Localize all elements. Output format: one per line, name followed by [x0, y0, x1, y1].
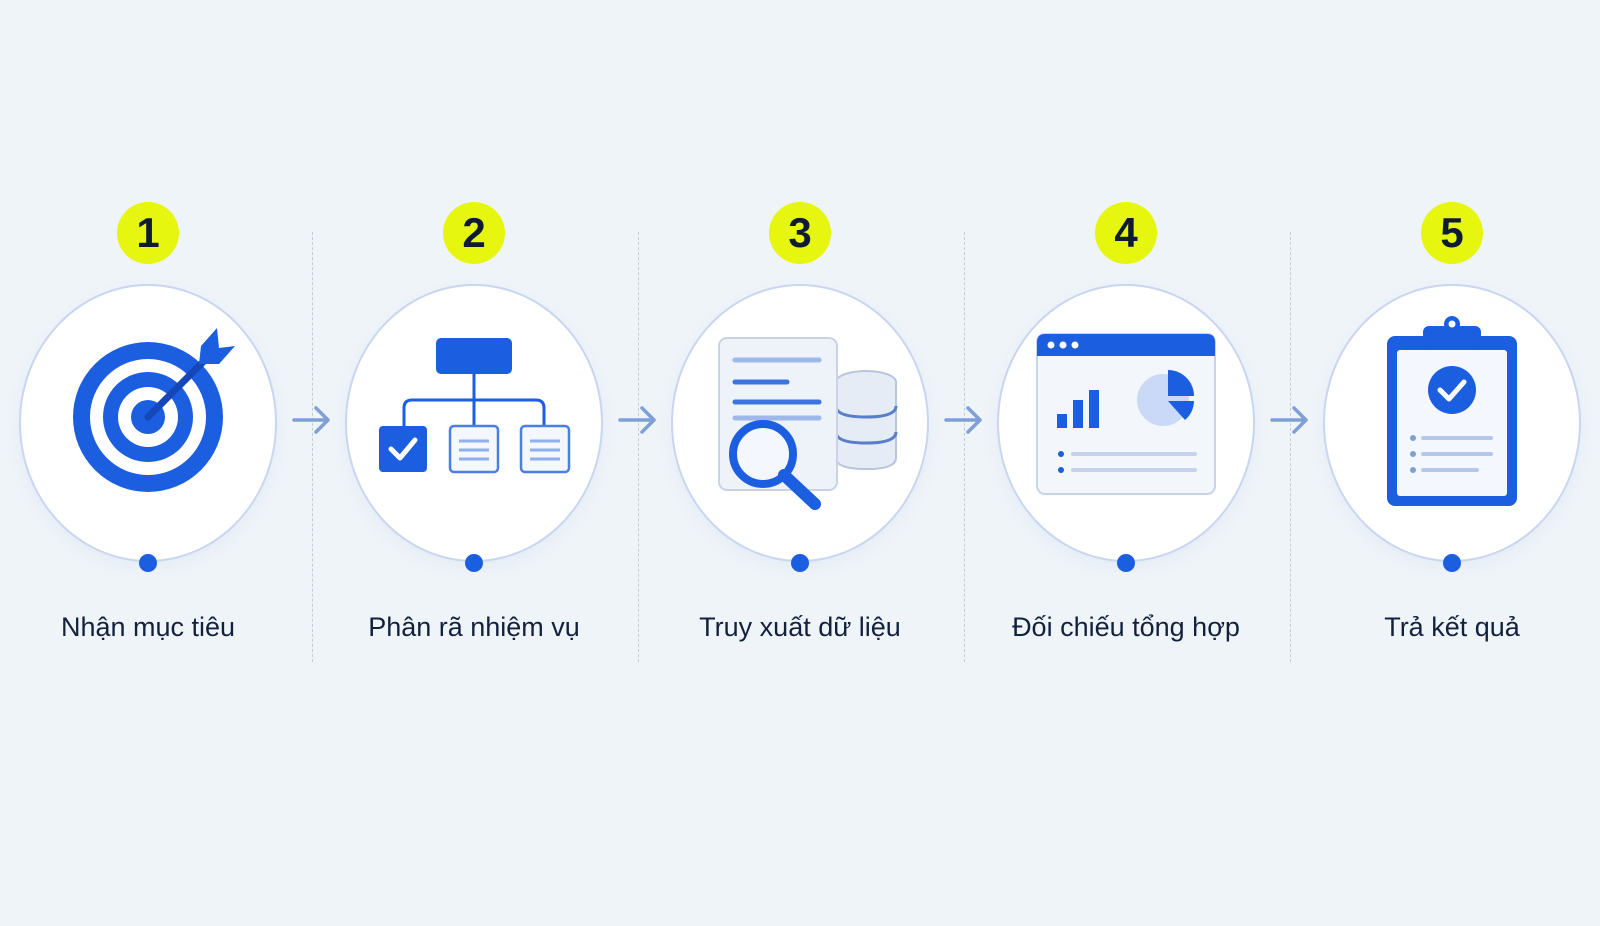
step-5-icon-circle	[1323, 284, 1581, 562]
dashboard-chart-icon	[1036, 333, 1216, 495]
step-1-connector-dot	[139, 554, 157, 572]
step-4-connector-dot	[1117, 554, 1135, 572]
step-5-label: Trả kết quả	[1384, 612, 1520, 642]
step-1-number-badge: 1	[117, 202, 179, 264]
step-divider	[638, 232, 639, 662]
step-2-icon-circle	[345, 284, 603, 562]
step-2-number-badge: 2	[443, 202, 505, 264]
step-3-number-badge: 3	[769, 202, 831, 264]
step-2-label: Phân rã nhiệm vụ	[368, 612, 580, 642]
step-divider	[964, 232, 965, 662]
hierarchy-icon	[379, 338, 571, 474]
step-3-connector-dot	[791, 554, 809, 572]
step-1-label: Nhận mục tiêu	[60, 612, 236, 642]
step-4-icon-circle	[997, 284, 1255, 562]
document-search-database-icon	[718, 337, 898, 510]
arrow-right-icon	[944, 406, 982, 434]
arrow-right-icon	[292, 406, 330, 434]
arrow-right-icon	[618, 406, 656, 434]
step-4-label: Đối chiếu tổng hợp	[1012, 612, 1240, 642]
step-divider	[1290, 232, 1291, 662]
step-divider	[312, 232, 313, 662]
step-4-number-badge: 4	[1095, 202, 1157, 264]
step-1-icon-circle	[19, 284, 277, 562]
step-3-icon-circle	[671, 284, 929, 562]
target-icon	[73, 328, 235, 492]
clipboard-check-icon	[1387, 316, 1517, 506]
step-5-number-badge: 5	[1421, 202, 1483, 264]
step-3-label: Truy xuất dữ liệu	[699, 612, 901, 642]
step-2-connector-dot	[465, 554, 483, 572]
step-5-connector-dot	[1443, 554, 1461, 572]
arrow-right-icon	[1270, 406, 1308, 434]
